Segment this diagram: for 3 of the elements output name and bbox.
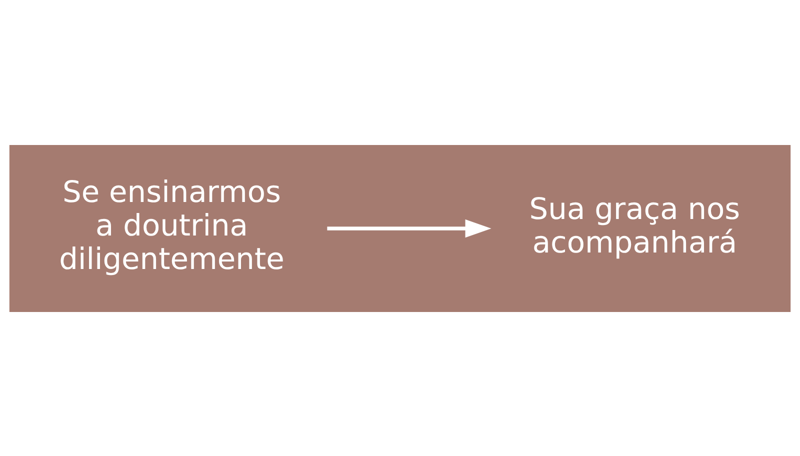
arrow bbox=[327, 218, 492, 238]
node-text: Sua graça nos acompanhará bbox=[529, 190, 740, 259]
node-text: Se ensinarmos a doutrina diligentemente bbox=[59, 174, 284, 276]
